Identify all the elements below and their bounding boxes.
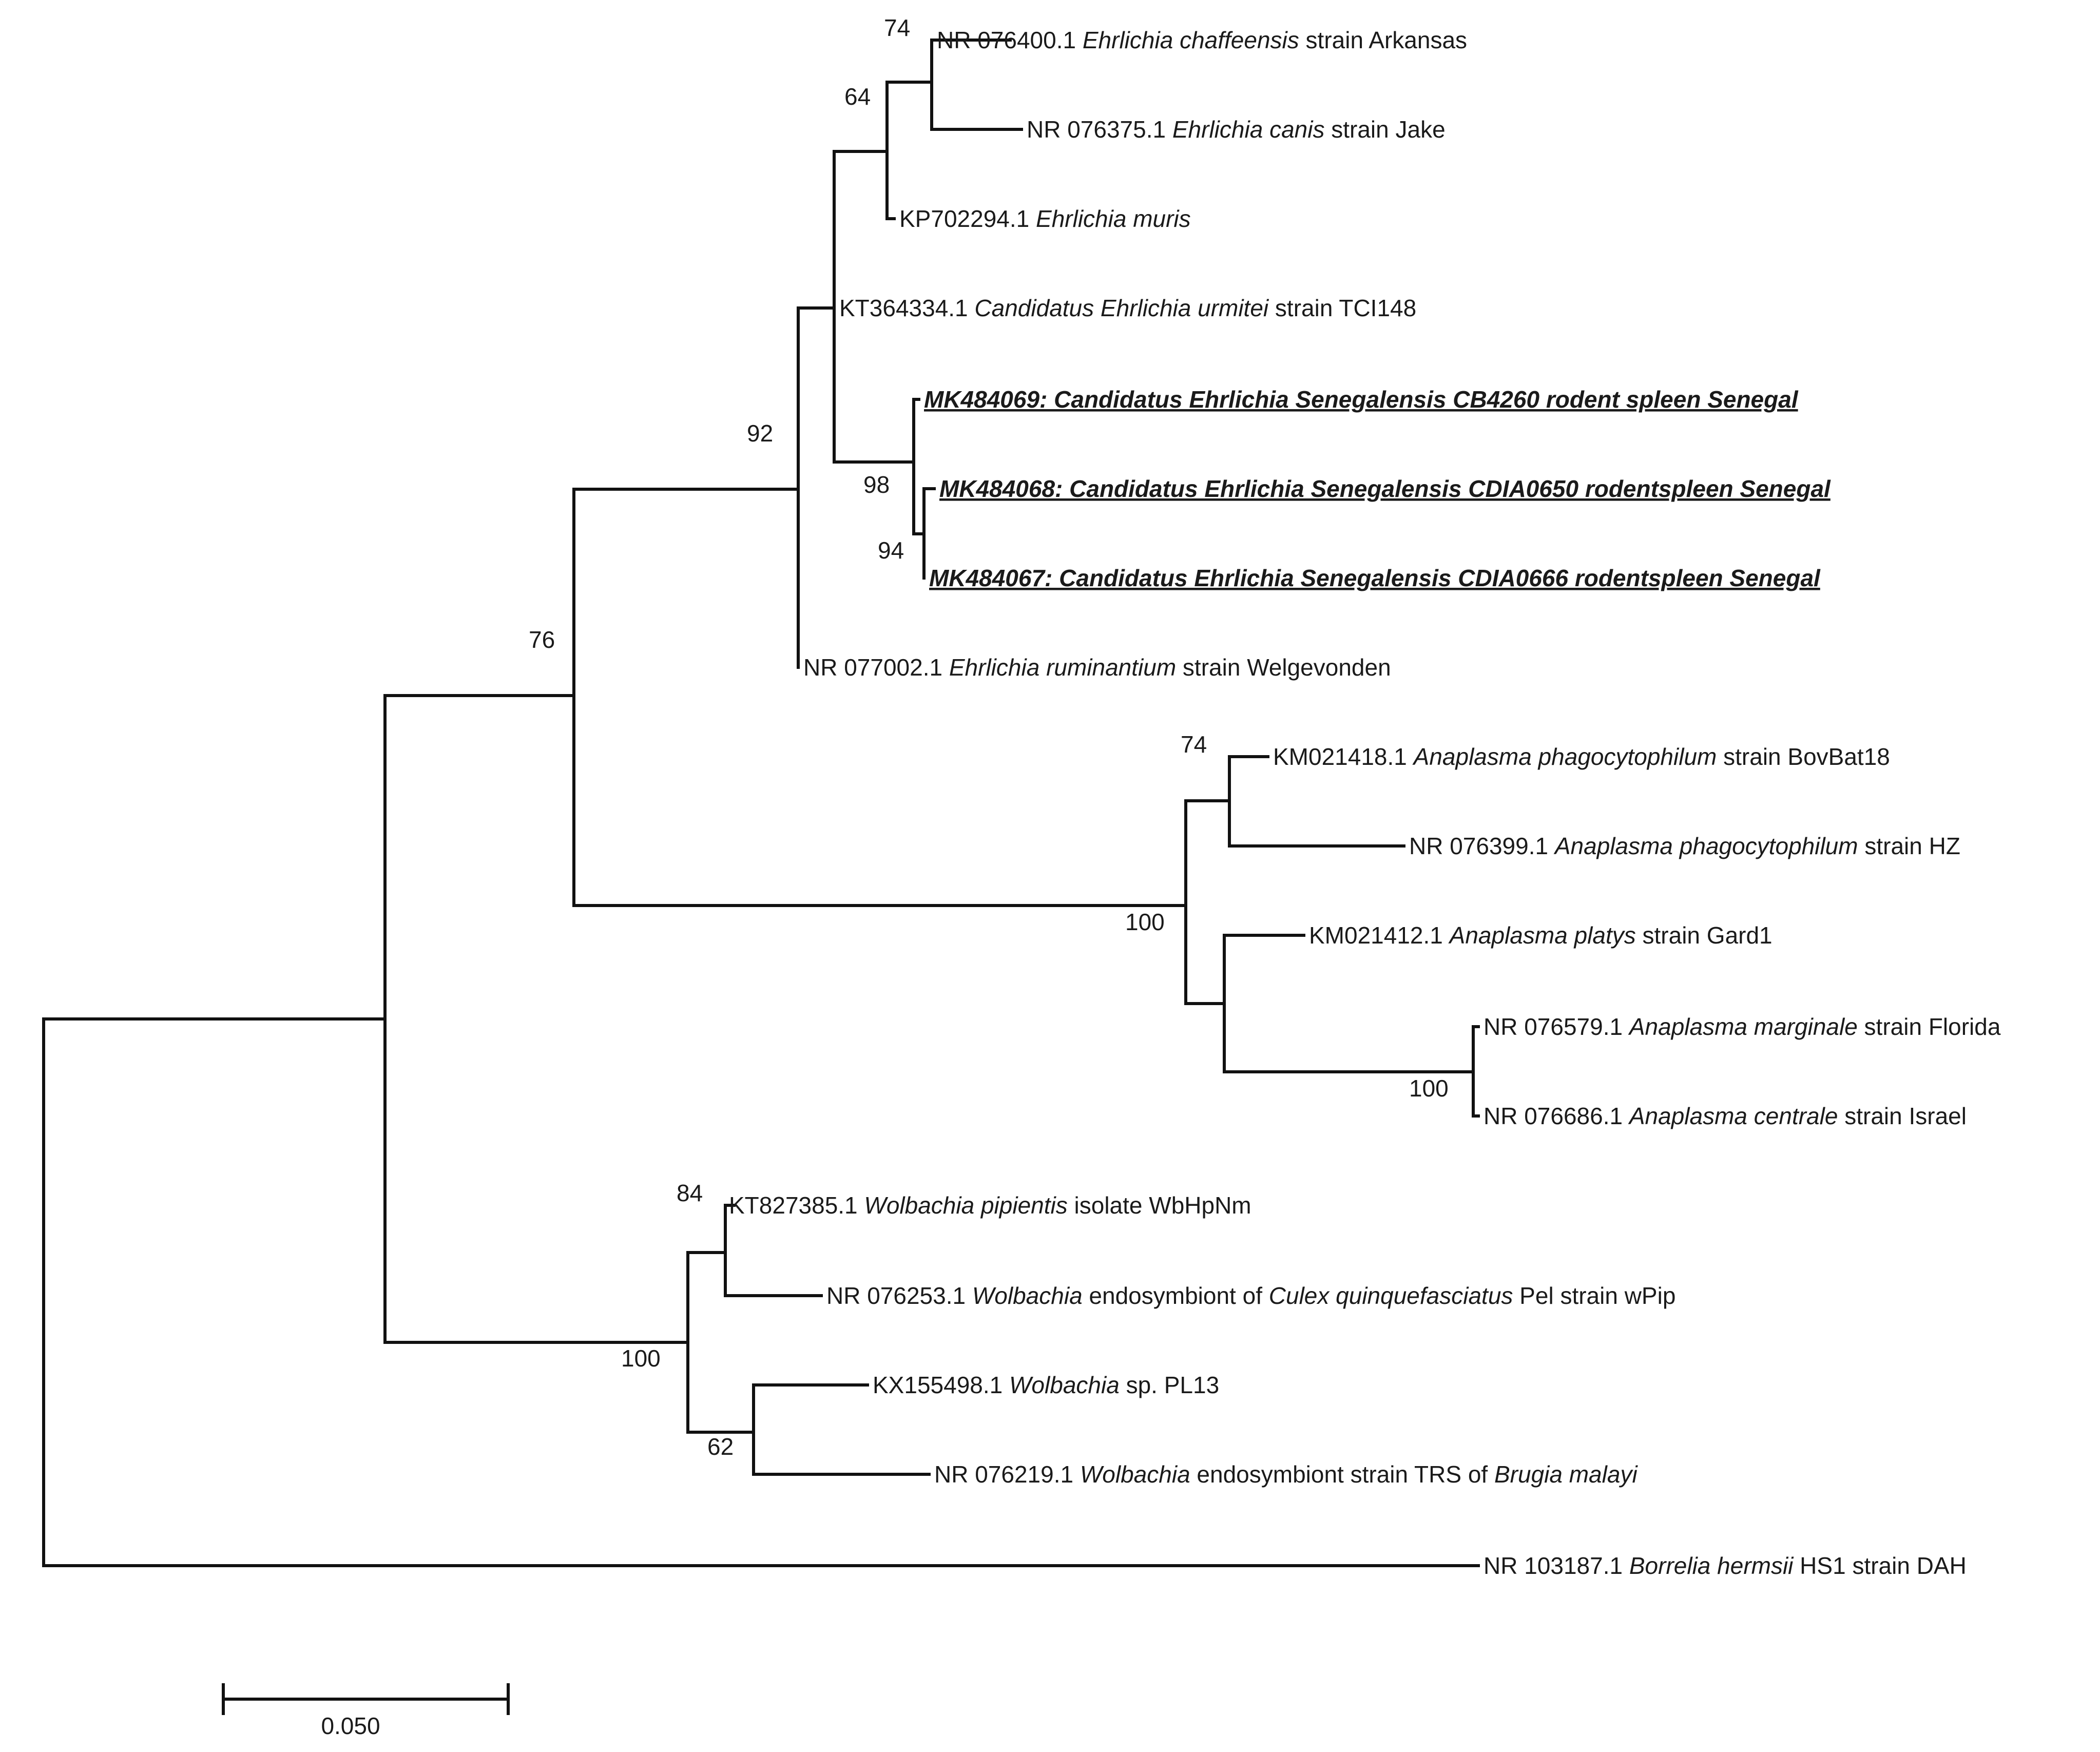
leaf-descriptor: strain Israel xyxy=(1838,1103,1967,1129)
leaf-taxon-name: Culex quinquefasciatus xyxy=(1269,1282,1513,1309)
bootstrap-value-n-ehrlichia: 92 xyxy=(747,420,773,447)
leaf-label-ana_phago2: NR 076399.1 Anaplasma phagocytophilum st… xyxy=(1409,833,1960,859)
leaf-label-ana_phago1: KM021418.1 Anaplasma phagocytophilum str… xyxy=(1273,743,1890,770)
leaf-taxon-name: Anaplasma phagocytophilum xyxy=(1412,743,1717,770)
leaf-descriptor: strain BovBat18 xyxy=(1717,743,1890,770)
leaf-label-wol_pl13: KX155498.1 Wolbachia sp. PL13 xyxy=(873,1372,1219,1398)
leaf-accession: NR 076219.1 xyxy=(934,1461,1080,1488)
leaf-descriptor: isolate WbHpNm xyxy=(1068,1192,1251,1219)
leaf-taxon-name: Wolbachia xyxy=(1080,1461,1190,1488)
bootstrap-value-n-mk069-068-067: 98 xyxy=(863,471,890,498)
leaf-label-wol_brugia: NR 076219.1 Wolbachia endosymbiont strai… xyxy=(934,1461,1638,1488)
leaf-accession: NR 076375.1 xyxy=(1027,116,1172,143)
leaf-label-ana_platys: KM021412.1 Anaplasma platys strain Gard1 xyxy=(1309,922,1773,949)
leaf-accession: KP702294.1 xyxy=(899,205,1036,232)
leaf-label-ehr_rumin: NR 077002.1 Ehrlichia ruminantium strain… xyxy=(803,654,1391,681)
leaf-taxon-name: Anaplasma phagocytophilum xyxy=(1553,833,1858,859)
leaf-accession: KT827385.1 xyxy=(729,1192,864,1219)
leaf-descriptor: strain Gard1 xyxy=(1636,922,1773,949)
scale-bar: 0.050 xyxy=(222,1683,510,1739)
leaf-taxon-name: Candidatus Ehrlichia urmitei xyxy=(974,295,1269,321)
leaf-labels: NR 076400.1 Ehrlichia chaffeensis strain… xyxy=(729,27,2001,1579)
leaf-descriptor: endosymbiont strain TRS of xyxy=(1190,1461,1494,1488)
leaf-accession: NR 076579.1 xyxy=(1484,1013,1629,1040)
leaf-label-ehr_chaff: NR 076400.1 Ehrlichia chaffeensis strain… xyxy=(937,27,1467,53)
leaf-accession: NR 076400.1 xyxy=(937,27,1083,53)
leaf-accession: KX155498.1 xyxy=(873,1372,1009,1398)
bootstrap-value-n-wol-pl13-brugia: 62 xyxy=(707,1433,734,1460)
leaf-taxon-name: Borrelia hermsii xyxy=(1629,1552,1794,1579)
leaf-descriptor: Pel strain wPip xyxy=(1513,1282,1675,1309)
leaf-label-ana_cent: NR 076686.1 Anaplasma centrale strain Is… xyxy=(1484,1103,1967,1129)
leaf-taxon-name: Ehrlichia ruminantium xyxy=(949,654,1176,681)
leaf-accession: KM021418.1 xyxy=(1273,743,1414,770)
leaf-accession: NR 076399.1 xyxy=(1409,833,1555,859)
bootstrap-value-n-wol-pip-culex: 84 xyxy=(677,1180,703,1206)
bootstrap-value-n-marg-cent: 100 xyxy=(1409,1075,1449,1102)
leaf-accession: NR 103187.1 xyxy=(1484,1552,1629,1579)
leaf-taxon-name: Ehrlichia chaffeensis xyxy=(1083,27,1299,53)
leaf-descriptor: strain TCI148 xyxy=(1268,295,1416,321)
leaf-accession: NR 076253.1 xyxy=(826,1282,972,1309)
leaf-taxon-name: MK484068: Candidatus Ehrlichia Senegalen… xyxy=(939,475,1831,502)
leaf-descriptor: strain Jake xyxy=(1324,116,1445,143)
leaf-label-ehr_muris: KP702294.1 Ehrlichia muris xyxy=(899,205,1191,232)
scale-bar-label: 0.050 xyxy=(321,1712,380,1739)
leaf-taxon-name: Anaplasma marginale xyxy=(1628,1013,1858,1040)
leaf-label-wol_pip: KT827385.1 Wolbachia pipientis isolate W… xyxy=(729,1192,1251,1219)
leaf-taxon-name: Wolbachia xyxy=(972,1282,1083,1309)
leaf-taxon-name: Anaplasma centrale xyxy=(1628,1103,1838,1129)
bootstrap-value-n-phago: 74 xyxy=(1181,731,1207,758)
leaf-descriptor: strain Arkansas xyxy=(1299,27,1467,53)
leaf-accession: NR 076686.1 xyxy=(1484,1103,1629,1129)
leaf-taxon-name: MK484067: Candidatus Ehrlichia Senegalen… xyxy=(929,565,1821,591)
leaf-accession: KT364334.1 xyxy=(839,295,974,321)
leaf-label-ehr_urmitei: KT364334.1 Candidatus Ehrlichia urmitei … xyxy=(839,295,1416,321)
bootstrap-value-n-chaff-canis: 74 xyxy=(884,14,910,41)
leaf-taxon-name: Wolbachia xyxy=(1009,1372,1120,1398)
leaf-accession: NR 077002.1 xyxy=(803,654,949,681)
leaf-taxon-name: Ehrlichia muris xyxy=(1036,205,1191,232)
leaf-taxon-name: Wolbachia pipientis xyxy=(864,1192,1067,1219)
leaf-label-bor_herm: NR 103187.1 Borrelia hermsii HS1 strain … xyxy=(1484,1552,1967,1579)
leaf-descriptor: strain Welgevonden xyxy=(1176,654,1391,681)
bootstrap-value-n-wolbachia: 100 xyxy=(621,1345,661,1372)
leaf-descriptor: strain HZ xyxy=(1858,833,1960,859)
bootstrap-value-n-muris: 64 xyxy=(844,83,871,110)
bootstrap-value-n-ehr-ana: 76 xyxy=(529,626,555,653)
leaf-descriptor: strain Florida xyxy=(1858,1013,2001,1040)
bootstrap-value-n-mk068-067: 94 xyxy=(878,537,904,564)
leaf-label-wol_culex: NR 076253.1 Wolbachia endosymbiont of Cu… xyxy=(826,1282,1675,1309)
bootstrap-value-n-anaplasma: 100 xyxy=(1125,909,1165,935)
bootstrap-values: 74 64 98 94 92 76 100 74 100 100 84 62 xyxy=(529,14,1449,1460)
leaf-label-mk067: MK484067: Candidatus Ehrlichia Senegalen… xyxy=(929,565,1821,591)
leaf-descriptor: sp. PL13 xyxy=(1120,1372,1219,1398)
tree-branches xyxy=(42,38,1480,1567)
leaf-descriptor: endosymbiont of xyxy=(1083,1282,1269,1309)
leaf-descriptor: HS1 strain DAH xyxy=(1793,1552,1966,1579)
leaf-label-ehr_canis: NR 076375.1 Ehrlichia canis strain Jake xyxy=(1027,116,1446,143)
leaf-taxon-name: Anaplasma platys xyxy=(1448,922,1636,949)
leaf-label-mk068: MK484068: Candidatus Ehrlichia Senegalen… xyxy=(939,475,1831,502)
leaf-taxon-name: MK484069: Candidatus Ehrlichia Senegalen… xyxy=(924,386,1799,413)
leaf-taxon-name: Brugia malayi xyxy=(1494,1461,1638,1488)
leaf-label-ana_marg: NR 076579.1 Anaplasma marginale strain F… xyxy=(1484,1013,2001,1040)
leaf-label-mk069: MK484069: Candidatus Ehrlichia Senegalen… xyxy=(924,386,1799,413)
leaf-taxon-name: Ehrlichia canis xyxy=(1172,116,1325,143)
leaf-accession: KM021412.1 xyxy=(1309,922,1450,949)
